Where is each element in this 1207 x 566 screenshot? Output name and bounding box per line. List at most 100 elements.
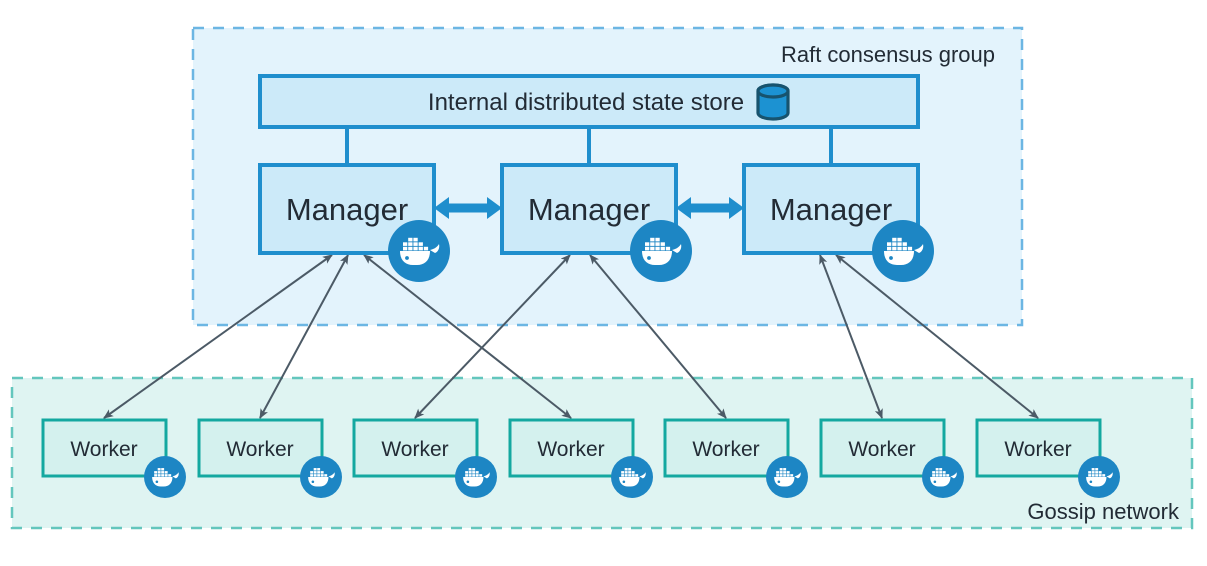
docker-badge-manager-1	[388, 220, 450, 282]
container-box	[472, 471, 476, 474]
whale-eye	[777, 480, 781, 484]
container-box	[1098, 474, 1102, 477]
worker-node-4[interactable]: Worker	[508, 418, 653, 498]
group-label-gossip: Gossip network	[1027, 499, 1180, 524]
container-box	[1091, 468, 1095, 471]
whale-eye	[405, 256, 409, 260]
container-box	[631, 471, 635, 474]
worker-box[interactable]	[975, 418, 1102, 478]
worker-box[interactable]	[41, 418, 168, 478]
container-box	[892, 242, 897, 246]
container-box	[887, 242, 892, 246]
container-box	[635, 474, 639, 477]
docker-whale-icon	[642, 237, 682, 265]
manager-label-1: Manager	[286, 192, 408, 227]
docker-whale-icon	[1086, 468, 1113, 487]
docker-badge-manager-2	[630, 220, 692, 282]
container-box	[902, 242, 907, 246]
container-box	[164, 474, 168, 477]
container-box	[157, 471, 161, 474]
worker-label-1: Worker	[70, 438, 137, 461]
whale-eye	[889, 256, 893, 260]
container-box	[413, 246, 418, 251]
container-box	[479, 474, 483, 477]
worker-node-1[interactable]: Worker	[41, 418, 186, 498]
state-store-box[interactable]	[258, 74, 920, 129]
store-connectors	[345, 127, 833, 165]
container-box	[935, 468, 939, 471]
worker-box[interactable]	[663, 418, 790, 478]
docker-badge-worker-6	[922, 456, 964, 498]
container-box	[1091, 474, 1095, 477]
manager-node-3[interactable]: Manager	[742, 163, 934, 282]
container-box	[320, 471, 324, 474]
container-box	[313, 468, 317, 471]
worker-box[interactable]	[352, 418, 479, 478]
manager-peer-arrows	[434, 197, 744, 219]
docker-badge-manager-3	[872, 220, 934, 282]
container-box	[403, 242, 408, 246]
container-box	[779, 468, 783, 471]
container-box	[423, 246, 429, 251]
manager-node-2[interactable]: Manager	[500, 163, 692, 282]
worker-box[interactable]	[197, 418, 324, 478]
container-box	[645, 246, 650, 251]
whale-eye	[647, 256, 651, 260]
container-box	[783, 468, 787, 471]
container-box	[1095, 471, 1099, 474]
whale-eye	[622, 480, 626, 484]
container-box	[418, 242, 423, 246]
container-box	[631, 474, 635, 477]
container-box	[164, 471, 168, 474]
worker-label-3: Worker	[381, 438, 448, 461]
container-box	[650, 246, 655, 251]
container-box	[465, 474, 469, 477]
container-box	[779, 474, 783, 477]
worker-node-7[interactable]: Worker	[975, 418, 1120, 498]
peer-arrow-manager-2-to-manager-3	[676, 197, 744, 219]
worker-node-5[interactable]: Worker	[663, 418, 808, 498]
manager-label-2: Manager	[528, 192, 650, 227]
container-box	[942, 471, 946, 474]
docker-whale-icon	[884, 237, 924, 265]
db-top	[756, 83, 790, 99]
container-box	[408, 237, 413, 242]
container-box	[628, 468, 632, 471]
manager-node-1[interactable]: Manager	[258, 163, 450, 282]
worker-box[interactable]	[819, 418, 946, 478]
container-box	[324, 474, 328, 477]
worker-node-2[interactable]: Worker	[197, 418, 342, 498]
container-box	[628, 471, 632, 474]
container-box	[892, 237, 897, 242]
container-box	[624, 468, 628, 471]
whale-hull	[463, 477, 484, 487]
whale-hull	[774, 477, 795, 487]
worker-box[interactable]	[508, 418, 635, 478]
container-box	[418, 246, 423, 251]
docker-whale-icon	[930, 468, 957, 487]
state-store-node: Internal distributed state store	[258, 74, 920, 129]
container-box	[897, 237, 902, 242]
whale-hull	[1086, 477, 1107, 487]
manager-nodes: Manager Manager Manager	[258, 163, 934, 282]
container-box	[935, 474, 939, 477]
container-box	[645, 242, 650, 246]
docker-badge-worker-4	[611, 456, 653, 498]
manager-box[interactable]	[742, 163, 920, 255]
docker-whale-icon	[774, 468, 801, 487]
container-box	[783, 474, 787, 477]
container-box	[161, 468, 165, 471]
container-box	[942, 474, 946, 477]
docker-whale-icon	[308, 468, 335, 487]
container-box	[475, 471, 479, 474]
container-box	[157, 474, 161, 477]
container-box	[655, 246, 660, 251]
container-box	[655, 237, 660, 242]
container-box	[161, 471, 165, 474]
worker-node-3[interactable]: Worker	[352, 418, 497, 498]
whale-hull	[400, 251, 430, 265]
worker-label-7: Worker	[1004, 438, 1071, 461]
worker-label-2: Worker	[226, 438, 293, 461]
worker-node-6[interactable]: Worker	[819, 418, 964, 498]
docker-badge-worker-7	[1078, 456, 1120, 498]
